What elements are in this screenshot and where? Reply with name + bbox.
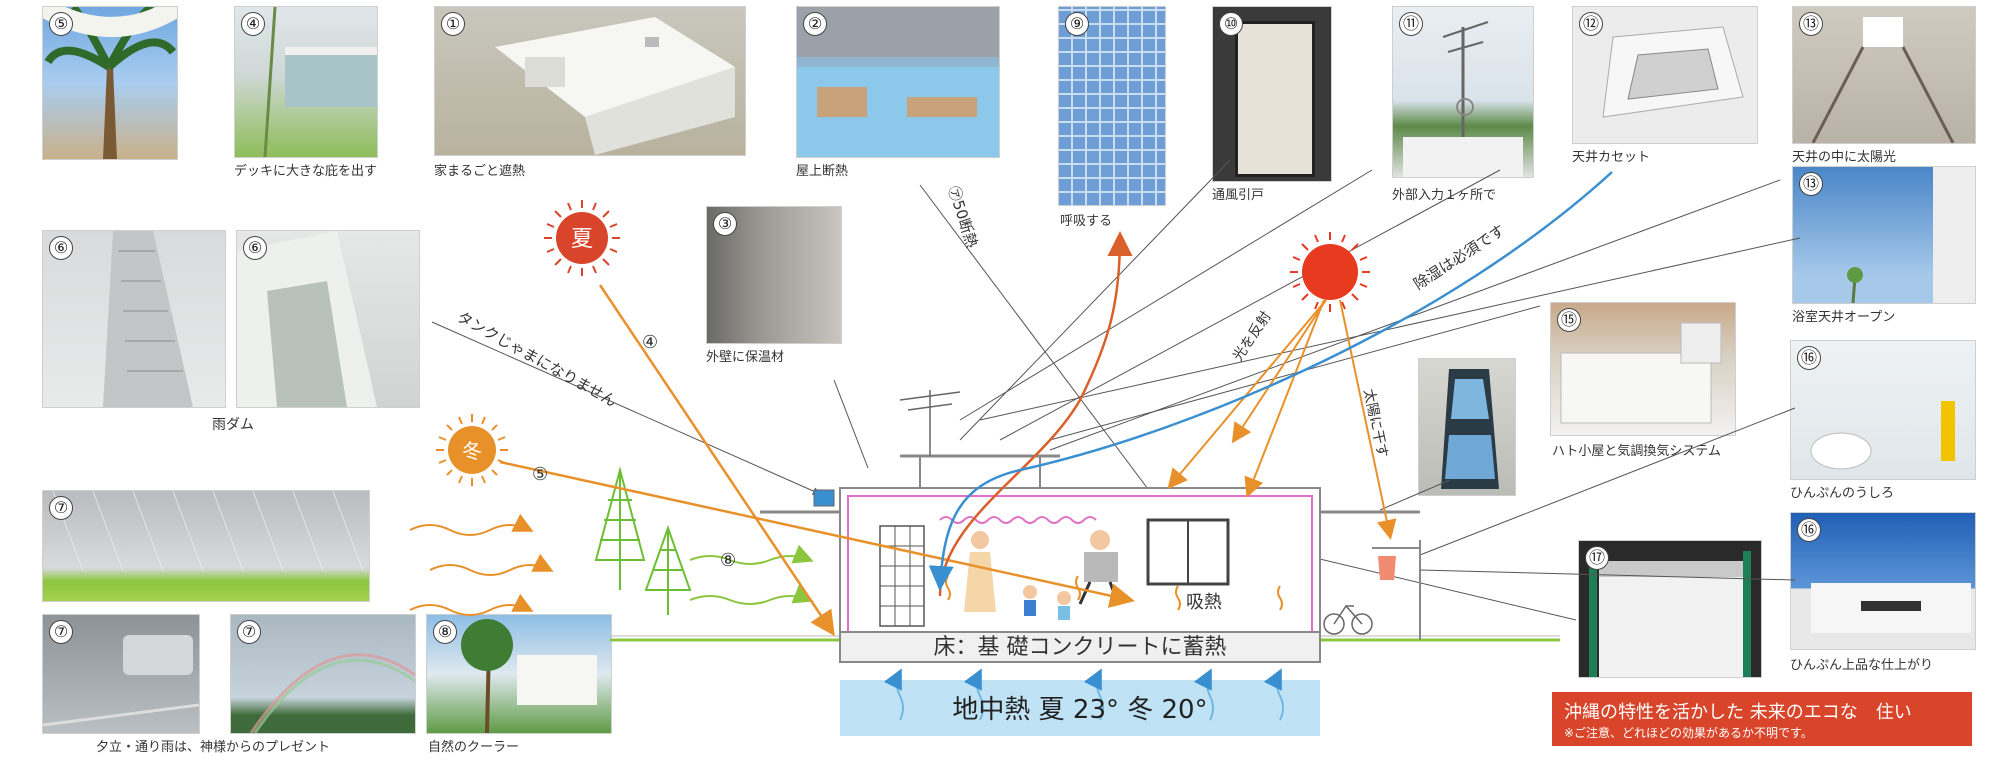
- photo-palm: ⑤: [42, 6, 178, 160]
- photo-caption: ひんぷんのうしろ: [1790, 486, 1895, 501]
- photo-number: ⑫: [1579, 12, 1603, 36]
- photo-number: ⑥: [243, 236, 267, 260]
- photo-number: ⑯: [1797, 346, 1821, 370]
- photo-deck: ④: [234, 6, 378, 158]
- floor-label: 床：基 礎コンクリートに蓄熱: [934, 635, 1227, 660]
- heat-absorb-label: 吸熱: [1186, 592, 1222, 613]
- geothermal-band: [840, 680, 1320, 736]
- step4-label: ④: [642, 332, 658, 353]
- banner-note: ※ご注意、どれほどの効果があるか不明です。: [1564, 726, 1813, 740]
- photo-rain-gutter-1: ⑥: [42, 230, 226, 408]
- photo-number: ⑦: [49, 620, 73, 644]
- antenna-icon: [1403, 21, 1523, 177]
- tree-icon: [594, 466, 692, 615]
- photo-house-aerial: ①: [434, 6, 746, 156]
- photo-caption: 自然のクーラー: [428, 740, 520, 755]
- photo-caption: デッキに大きな庇を出す: [234, 164, 378, 179]
- photo-number: ③: [713, 212, 737, 236]
- wind-arrows: [409, 513, 554, 616]
- sun-dry-label: 太陽に干す: [1360, 388, 1390, 460]
- photo-wall-insulation: ③: [706, 206, 842, 344]
- geothermal-waves: [883, 668, 1284, 721]
- winter-label: 冬: [462, 439, 482, 463]
- photo-number: ④: [241, 12, 265, 36]
- photo-caption: 外部入力１ヶ所で: [1392, 188, 1497, 203]
- yudachi-caption: 夕立・通り雨は、神様からのプレゼント: [96, 740, 331, 755]
- sun-icon: [436, 414, 508, 486]
- photo-caption: 呼吸する: [1060, 214, 1113, 229]
- antenna-icon: [899, 390, 961, 456]
- photo-ceiling-cassette: ⑫: [1572, 6, 1758, 144]
- photo-number: ⑦: [237, 620, 261, 644]
- photo-caption: ハト小屋と気調換気システム: [1552, 444, 1722, 459]
- photo-number: ⑦: [49, 496, 73, 520]
- photo-number: ⑪: [1399, 12, 1423, 36]
- photo-car-rain: ⑦: [42, 614, 200, 734]
- step5-label: ⑤: [532, 464, 548, 485]
- photo-caption: 外壁に保温材: [706, 350, 785, 365]
- photo-roof-insulation: ②: [796, 6, 1000, 158]
- photo-antenna: ⑪: [1392, 6, 1534, 178]
- sun-icon: [1290, 232, 1370, 312]
- photo-number: ①: [441, 12, 465, 36]
- photo-caption: ひんぷん上品な仕上がり: [1790, 658, 1934, 673]
- photo-natural-cooler: ⑧: [426, 614, 612, 734]
- banner-title: 沖縄の特性を活かした 未来のエコな 住い: [1564, 702, 1912, 723]
- family-icon: [964, 530, 1120, 620]
- photo-number: ②: [803, 12, 827, 36]
- tank-label: タンクじゃまになりません: [454, 308, 620, 411]
- photo-number: ⑬: [1799, 12, 1823, 36]
- photo-number: ⑰: [1585, 546, 1609, 570]
- photo-rainbow: ⑦: [230, 614, 416, 734]
- photo-glass-block: ⑨: [1058, 6, 1166, 206]
- photo-number: ⑯: [1797, 518, 1821, 542]
- photo-hinpun-finish: ⑯: [1790, 512, 1976, 650]
- photo-rain-gutter-2: ⑥: [236, 230, 420, 408]
- dehumidify-label: 除湿は必須です: [1410, 221, 1508, 293]
- insulation-label: ㋐50断熱: [944, 184, 981, 251]
- photo-sliding-door: ⑩: [1212, 6, 1332, 182]
- photo-caption: 家まるごと遮熱: [434, 164, 526, 179]
- photo-shutter: ⑰: [1578, 540, 1762, 678]
- laundry-icon: [1372, 540, 1421, 640]
- photo-number: ⑧: [433, 620, 457, 644]
- photo-caption: 天井の中に太陽光: [1792, 150, 1897, 165]
- house-section: [760, 454, 1420, 663]
- photo-skylight: [1418, 358, 1516, 496]
- photo-number: ⑥: [49, 236, 73, 260]
- step8-label: ⑧: [720, 550, 736, 571]
- amedamu-label: 雨ダム: [212, 417, 254, 433]
- photo-rain: ⑦: [42, 490, 370, 602]
- title-banner: 沖縄の特性を活かした 未来のエコな 住い ※ご注意、どれほどの効果があるか不明で…: [1552, 692, 1972, 746]
- photo-behind-hinpun: ⑯: [1790, 340, 1976, 480]
- photo-ceiling-solar: ⑬: [1792, 6, 1976, 144]
- geothermal-label: 地中熱 夏 23° 冬 20°: [952, 695, 1207, 725]
- cool-wind-arrows: [689, 544, 814, 605]
- photo-caption: 通風引戸: [1212, 188, 1265, 203]
- photo-dove-house: ⑮: [1550, 302, 1736, 436]
- photo-number: ⑩: [1219, 12, 1243, 36]
- photo-caption: 屋上断熱: [796, 164, 849, 179]
- photo-number: ⑬: [1799, 172, 1823, 196]
- summer-label: 夏: [571, 227, 593, 252]
- photo-caption: 浴室天井オープン: [1792, 310, 1896, 325]
- photo-number: ⑮: [1557, 308, 1581, 332]
- photo-number: ⑨: [1065, 12, 1089, 36]
- bicycle-icon: [1323, 604, 1373, 635]
- photo-caption: 天井カセット: [1572, 150, 1651, 165]
- photo-bath-ceiling: ⑬: [1792, 166, 1976, 304]
- sun-icon: [544, 200, 620, 276]
- photo-number: ⑤: [49, 12, 73, 36]
